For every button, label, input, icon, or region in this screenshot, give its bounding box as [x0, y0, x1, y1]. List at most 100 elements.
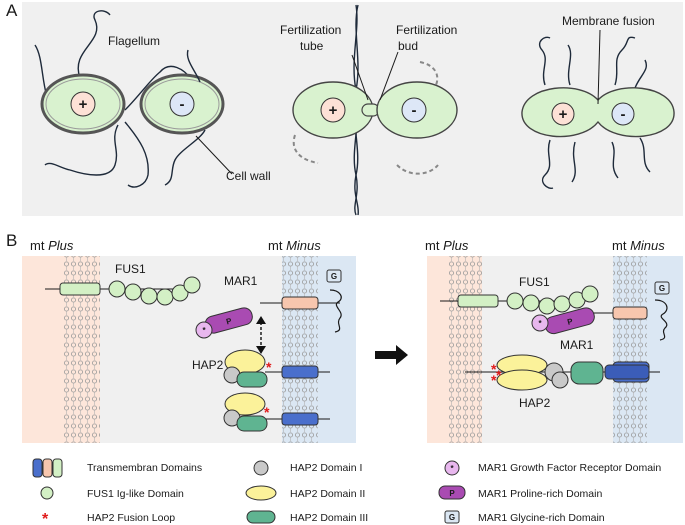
label-fus1-left: FUS1	[115, 262, 146, 276]
legend-item-1: Transmembran Domains	[87, 462, 202, 474]
cell-pair-1: + - Flagellum Cell wall	[34, 10, 271, 188]
legend-item-5: HAP2 Domain II	[290, 488, 365, 500]
legend-proline-p: P	[449, 489, 455, 498]
shed-wall-1	[292, 134, 319, 164]
label-mt-plus-right: mt Plus	[425, 238, 469, 253]
minus-membrane	[282, 256, 318, 443]
legend-item-3: HAP2 Fusion Loop	[87, 512, 175, 524]
hap2-tm-1	[281, 365, 319, 379]
legend-swatch-domain-iii	[246, 510, 276, 524]
tube-leader	[351, 54, 369, 101]
label-hap2-left: HAP2	[192, 358, 224, 372]
label-mt-minus-left: mt Minus	[268, 238, 321, 253]
hap2-domain-ii-r2	[496, 369, 548, 391]
legend-swatch-domain-ii	[245, 485, 277, 501]
svg-text:P: P	[225, 316, 233, 326]
plus-cell-membrane	[45, 78, 121, 130]
flagellum-left-3	[44, 124, 119, 176]
flagellum-right-2	[186, 49, 201, 83]
hap2-domain-iii-1	[236, 371, 268, 388]
flagellum-left-2	[124, 65, 191, 111]
panel-b-letter: B	[6, 231, 17, 250]
panel-b-right: mt Plus mt Minus FUS1 G P * MAR1	[425, 238, 683, 443]
mar1-gfr-left	[195, 321, 213, 339]
fus1-ig-5	[171, 284, 189, 302]
plus-membrane-right	[448, 256, 482, 443]
legend-swatch-ig	[40, 486, 54, 500]
flagellum-left-4	[124, 121, 149, 188]
mar1-g-text-left: G	[331, 272, 337, 281]
label-bud-1: Fertilization	[396, 23, 457, 37]
legend-item-4: HAP2 Domain I	[290, 462, 362, 474]
flagellum-3b	[567, 44, 572, 86]
mar1-tm-right	[612, 306, 648, 320]
legend-swatch-glycine	[444, 510, 460, 524]
hap2-domain-iii-right	[570, 361, 604, 385]
label-flagellum: Flagellum	[108, 34, 160, 48]
hap2-tm-2	[281, 412, 319, 426]
legend-item-2: FUS1 Ig-like Domain	[87, 488, 184, 500]
flagellum-3d	[634, 59, 647, 89]
label-cell-wall: Cell wall	[226, 169, 271, 183]
panel-a-letter: A	[6, 1, 18, 20]
plus-symbol-1: +	[79, 96, 88, 113]
legend: Transmembran Domains FUS1 Ig-like Domain…	[32, 458, 661, 525]
hap2-fusion-loop-1: *	[266, 359, 272, 375]
legend-gfr-star: *	[450, 464, 454, 473]
label-tube-1: Fertilization	[280, 23, 341, 37]
minus-nucleus	[169, 91, 195, 117]
cell-wall-leader	[195, 135, 233, 175]
label-mt-plus-left: mt Plus	[30, 238, 74, 253]
flagellum-3f	[571, 141, 576, 183]
label-fus1-right: FUS1	[519, 275, 550, 289]
legend-glycine-g: G	[449, 513, 455, 522]
flagellum-3c	[614, 36, 636, 86]
label-bud-2: bud	[398, 39, 418, 53]
interaction-arrow-bottom	[256, 346, 266, 354]
mar1-tm-domain	[281, 296, 319, 310]
flagellum-3e	[541, 139, 554, 189]
transition-arrow	[375, 345, 408, 365]
legend-swatch-fusion-loop: *	[42, 511, 49, 525]
mar1-glycine-coil	[329, 289, 342, 333]
mar1-glycine-coil-right	[654, 299, 668, 341]
fus1-ig-r3	[538, 297, 556, 315]
cell-pair-2: + - Fertilization tube Fertilization bud	[280, 4, 458, 216]
shed-wall-3	[419, 61, 439, 86]
flagellum-3h	[639, 137, 651, 173]
legend-item-8: MAR1 Proline-rich Domain	[478, 488, 602, 500]
plus-symbol-2: +	[329, 102, 338, 119]
membrane-fusion-leader	[597, 29, 601, 105]
hap2-fusion-loop-r1: *	[491, 361, 497, 377]
hap2-domain-i-r2	[551, 371, 569, 389]
mar1-gfr-right	[531, 314, 549, 332]
interaction-arrow-top	[256, 316, 266, 324]
legend-swatch-domain-i	[253, 460, 269, 476]
label-mar1-right: MAR1	[560, 338, 594, 352]
cell-pair-3: + - Membrane fusion	[521, 14, 675, 189]
legend-item-6: HAP2 Domain III	[290, 512, 368, 524]
mar1-g-text-right: G	[659, 284, 665, 293]
legend-swatch-tm-blue	[32, 458, 43, 478]
hap2-tm-right-2	[604, 364, 650, 380]
hap2-fusion-loop-2: *	[264, 404, 270, 420]
mar1-gfr-star-right: *	[538, 319, 542, 328]
minus-membrane-right	[613, 256, 647, 443]
fus1-ig-1	[108, 280, 126, 298]
minus-nucleus-3	[611, 102, 635, 126]
flagellum-right-1	[164, 129, 206, 186]
panel-b-left: mt Plus mt Minus FUS1 MAR1 G P * HAP2	[22, 238, 356, 443]
flagellum-3g	[611, 141, 619, 179]
svg-text:P: P	[566, 316, 574, 326]
flagellum-3a	[538, 36, 551, 86]
plus-nucleus-2	[320, 97, 346, 123]
fus1-tm-right	[457, 294, 499, 308]
mar1-g-box-left	[326, 269, 342, 283]
minus-symbol-3: -	[621, 106, 626, 123]
mar1-gfr-star-left: *	[202, 326, 206, 335]
legend-item-7: MAR1 Growth Factor Receptor Domain	[478, 462, 661, 474]
fus1-ig-r1	[506, 292, 524, 310]
hap2-fusion-loop-r3: *	[496, 367, 502, 383]
fus1-ig-r4	[553, 295, 571, 313]
